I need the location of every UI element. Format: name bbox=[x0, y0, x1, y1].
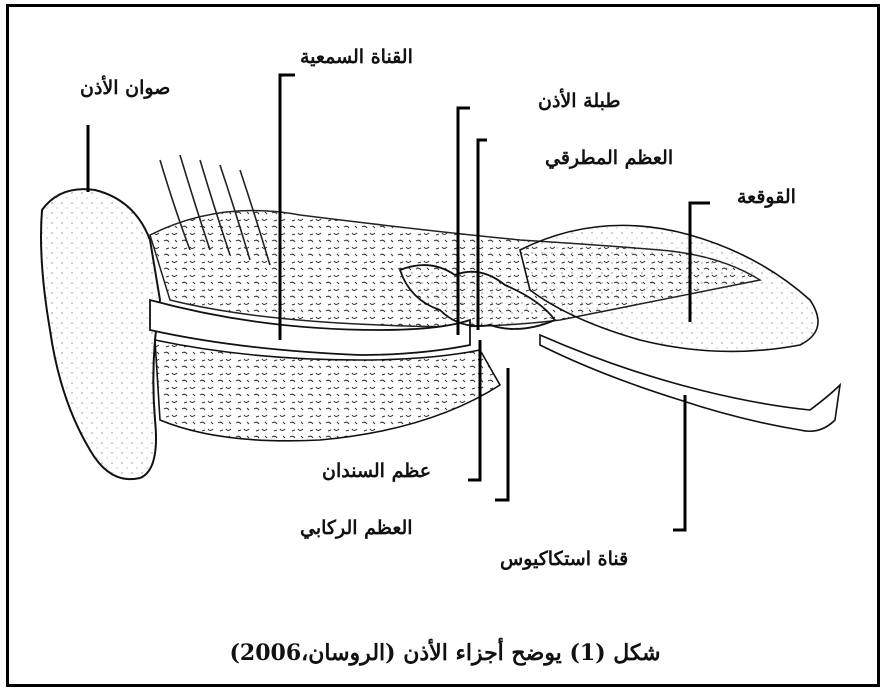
label-auditory-canal: القناة السمعية bbox=[300, 46, 413, 68]
pinna-outline bbox=[41, 189, 160, 479]
label-eustachian-tube: قناة استكاكيوس bbox=[500, 548, 628, 570]
lower-canal-wall bbox=[155, 340, 500, 441]
figure-caption: شكل (1) يوضح أجزاء الأذن (الروسان،2006) bbox=[0, 640, 890, 666]
label-malleus: العظم المطرقي bbox=[545, 147, 673, 169]
label-stapes: العظم الركابي bbox=[300, 517, 413, 539]
eustachian-leader bbox=[673, 395, 685, 530]
label-eardrum: طبلة الأذن bbox=[538, 90, 620, 112]
label-incus: عظم السندان bbox=[322, 460, 431, 482]
label-pinna: صوان الأذن bbox=[80, 77, 170, 99]
cochlea-shape bbox=[520, 225, 818, 351]
label-cochlea: القوقعة bbox=[737, 186, 796, 208]
